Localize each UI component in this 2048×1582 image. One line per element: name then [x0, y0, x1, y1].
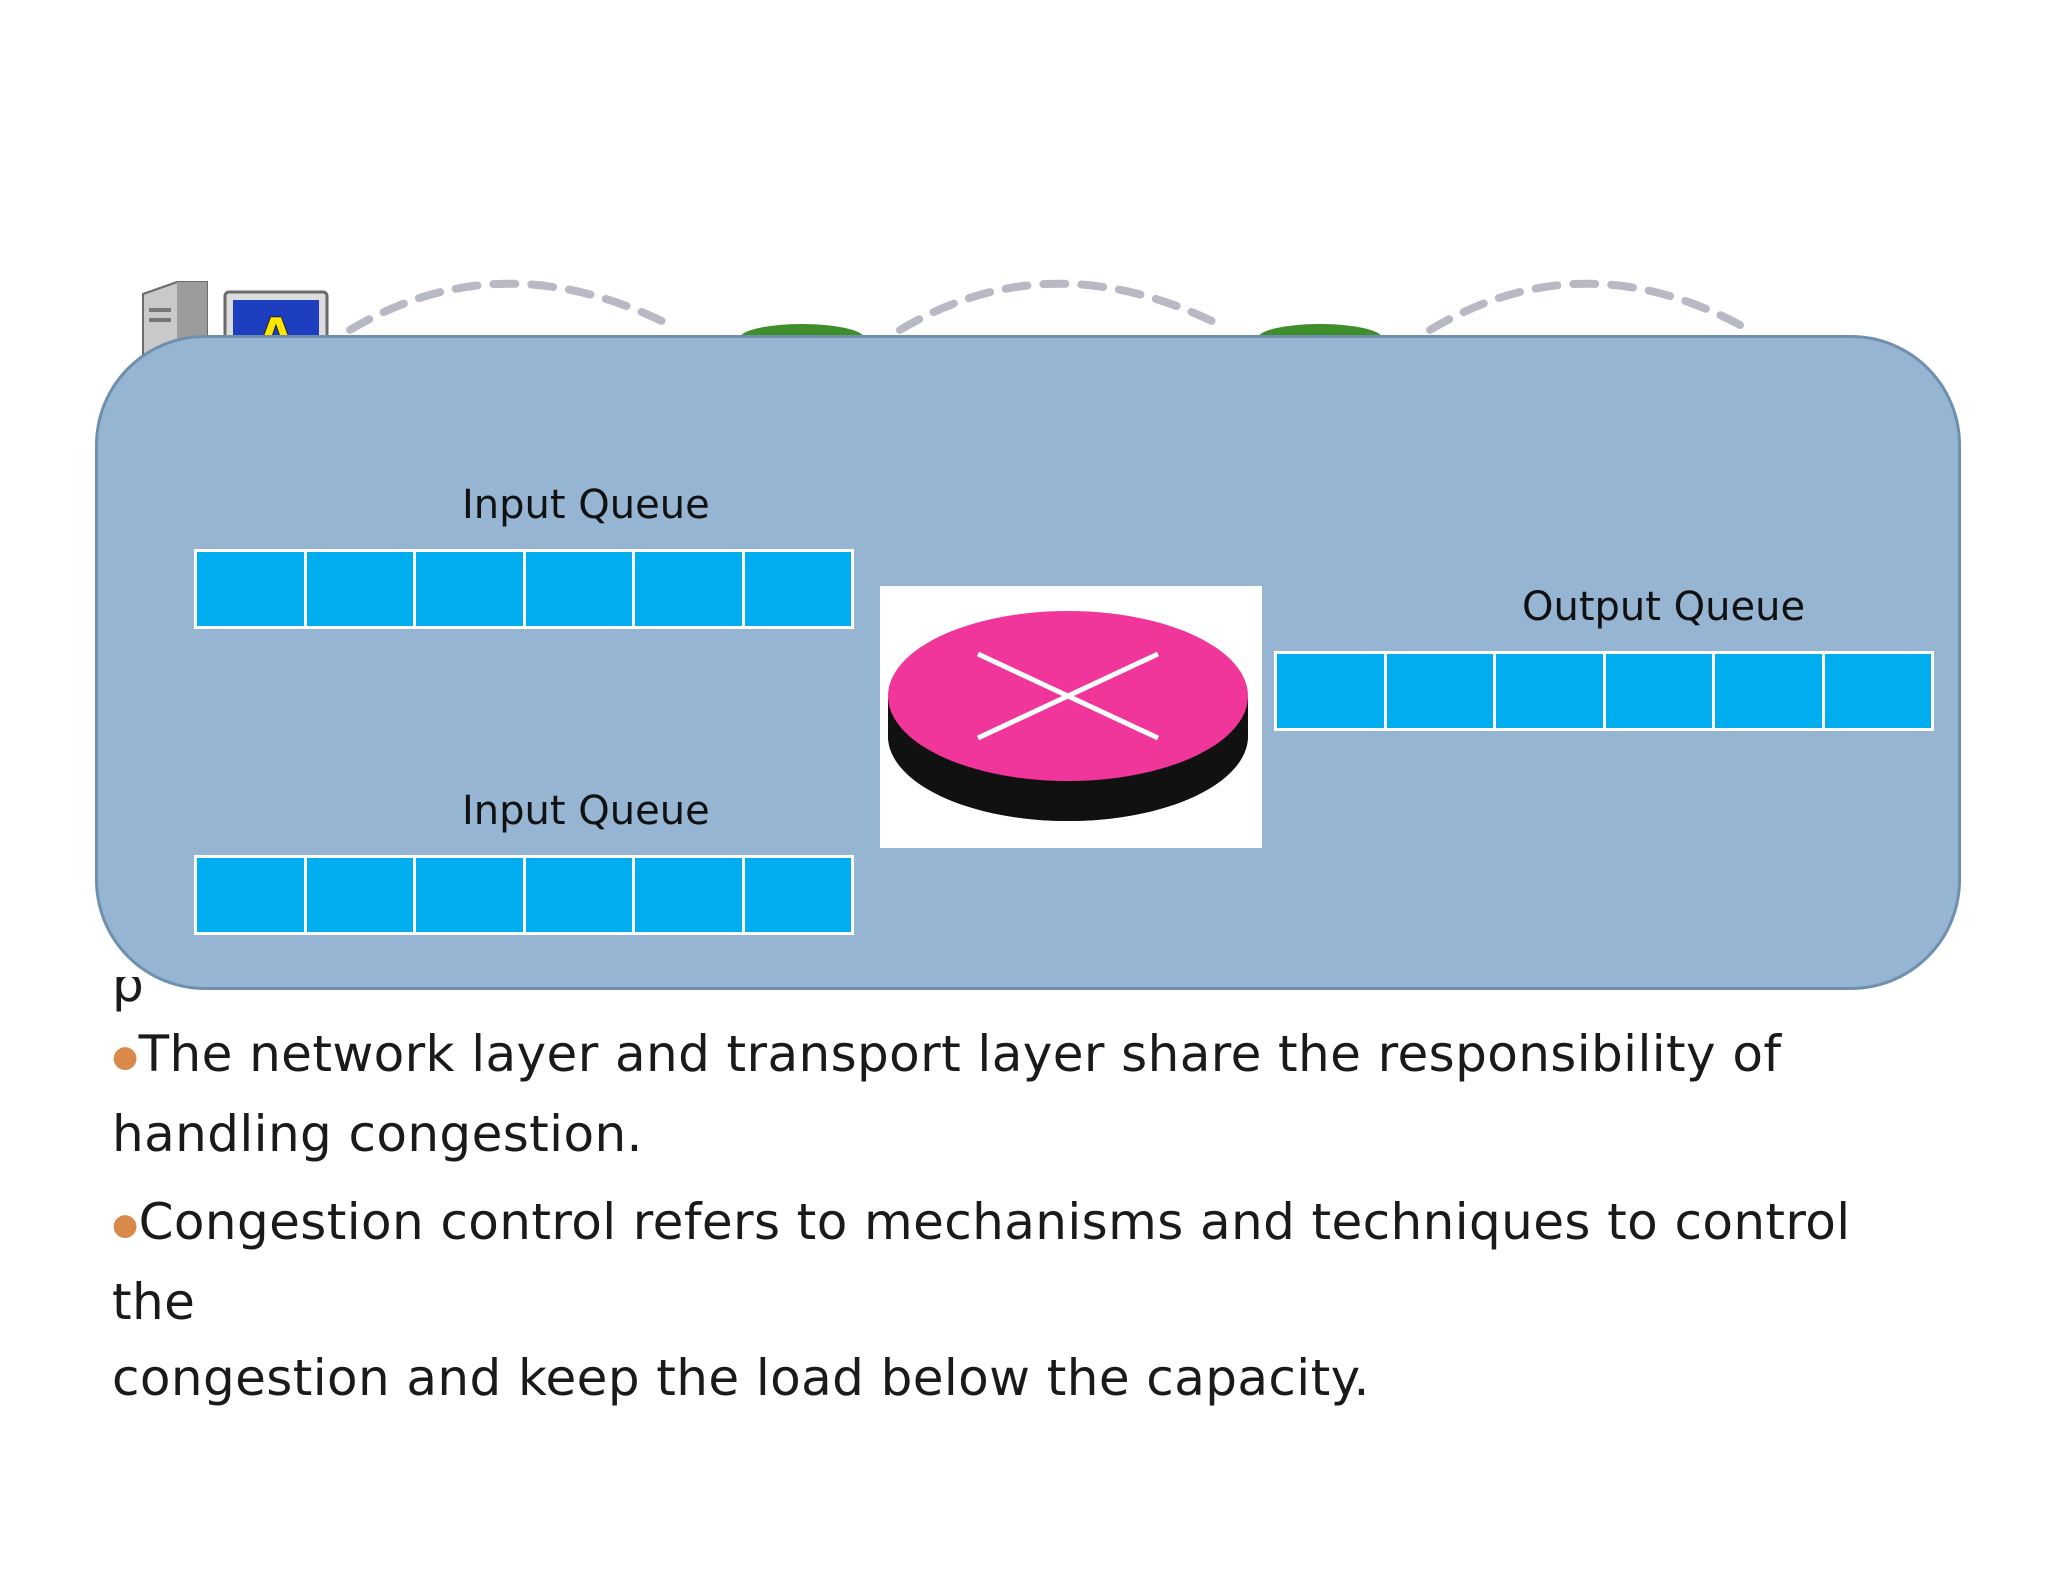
bullet-dot-icon: ●	[112, 1207, 139, 1243]
queue-slot	[635, 552, 742, 626]
router-icon	[880, 586, 1262, 848]
bullet-line: handling congestion.	[112, 1104, 643, 1163]
queue-slot	[1605, 654, 1712, 728]
output-queue	[1274, 651, 1934, 731]
queue-slot	[416, 552, 523, 626]
bullet-text: Congestion control refers to mechanisms …	[112, 1193, 1851, 1331]
queue-slot	[1496, 654, 1603, 728]
dashed-link-arc-1	[346, 279, 674, 334]
queue-slot	[744, 858, 851, 932]
bullet-line: congestion and keep the load below the c…	[112, 1348, 1370, 1407]
queue-slot	[1386, 654, 1493, 728]
bullet-line: ●Congestion control refers to mechanisms…	[112, 1184, 1912, 1340]
queue-slot	[1277, 654, 1384, 728]
dashed-link-arc-2	[896, 279, 1224, 334]
queue-slot	[306, 858, 413, 932]
bullet-text: The network layer and transport layer sh…	[138, 1025, 1782, 1083]
input-queue-bottom-label: Input Queue	[462, 788, 710, 834]
output-queue-label: Output Queue	[1522, 584, 1806, 630]
queue-slot	[197, 858, 304, 932]
queue-slot	[525, 552, 632, 626]
queue-slot	[744, 552, 851, 626]
input-queue-bottom	[194, 855, 854, 935]
dashed-link-arc-3	[1426, 279, 1744, 334]
input-queue-top	[194, 549, 854, 629]
hidden-text-fragment: p	[112, 955, 144, 1013]
bullet-line: ●The network layer and transport layer s…	[112, 1016, 1912, 1096]
queue-slot	[306, 552, 413, 626]
bullet-item-2: ●Congestion control refers to mechanisms…	[112, 1184, 1912, 1416]
queue-slot	[197, 552, 304, 626]
queue-slot	[1715, 654, 1822, 728]
bullet-dot-icon: ●	[112, 1039, 139, 1075]
queue-slot	[635, 858, 742, 932]
queue-slot	[416, 858, 523, 932]
bullet-item-1: ●The network layer and transport layer s…	[112, 1016, 1912, 1172]
input-queue-top-label: Input Queue	[462, 482, 710, 528]
queue-slot	[525, 858, 632, 932]
queue-slot	[1824, 654, 1931, 728]
